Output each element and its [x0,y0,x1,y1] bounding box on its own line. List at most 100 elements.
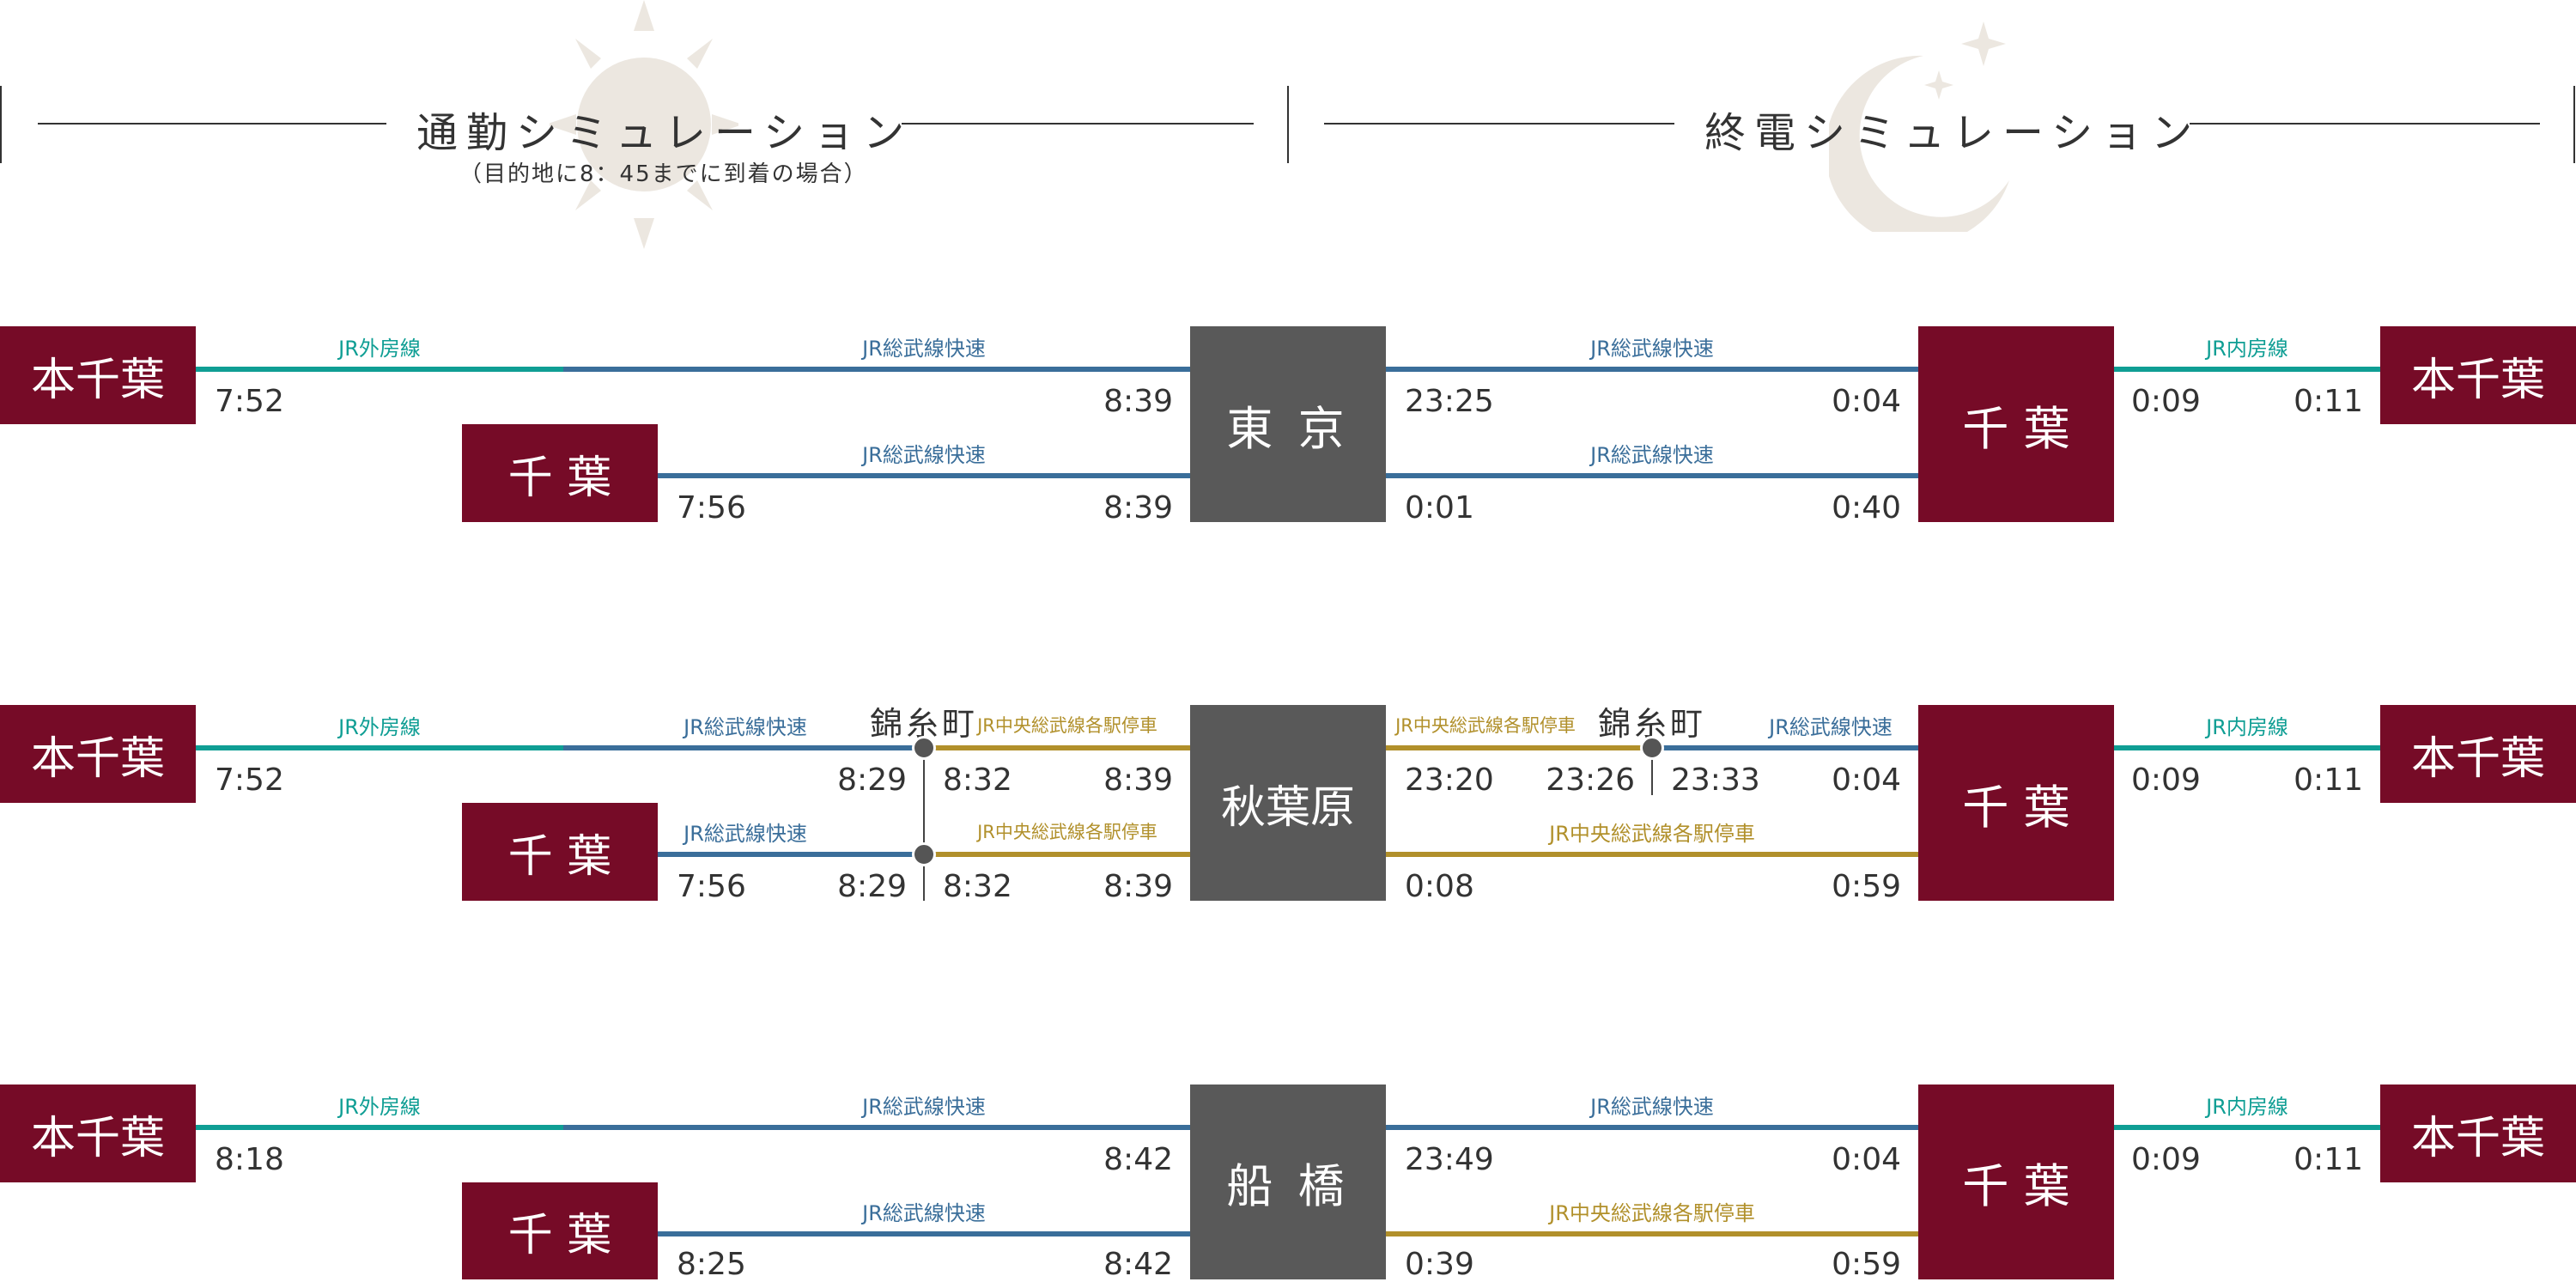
time: 7:56 [677,490,746,526]
header-left-bar [0,86,2,163]
station-label: 本千葉 [2410,354,2545,406]
station-hub: 東 京 [1190,326,1386,522]
line-segment [1386,1125,1918,1130]
time: 8:39 [1103,384,1173,419]
line-segment [563,367,1190,372]
time: 0:11 [2293,1142,2363,1177]
time: 8:25 [677,1247,746,1282]
header-rule [38,123,386,125]
line-label: JR中央総武線各駅停車 [1549,1201,1755,1225]
header-rule [2190,123,2540,125]
time: 8:29 [837,763,907,798]
station-honchiba-right: 本千葉 [2380,1085,2576,1182]
time: 7:52 [215,384,284,419]
time: 23:25 [1405,384,1494,419]
line-label: JR総武線快速 [1769,715,1893,739]
line-segment [1652,745,1918,750]
station-label: 本千葉 [30,1112,165,1164]
header-rule [1324,123,1674,125]
station-chiba: 千 葉 [462,803,658,901]
line-label: JR総武線快速 [1590,443,1714,467]
line-segment [1386,852,1918,857]
station-honchiba: 本千葉 [0,705,196,803]
transfer-connector [923,748,925,901]
time: 0:39 [1405,1247,1474,1282]
time: 8:39 [1103,490,1173,526]
time: 0:40 [1832,490,1901,526]
time: 23:26 [1546,763,1635,798]
commute-title: 通勤シミュレーション [416,109,914,157]
line-segment [658,1231,1190,1236]
moon-icon [1829,21,2009,232]
line-segment [658,852,924,857]
time: 8:29 [837,869,907,904]
line-label: JR中央総武線各駅停車 [1395,715,1576,736]
commute-note: （目的地に8：45までに到着の場合） [459,161,868,187]
line-label: JR総武線快速 [1590,1095,1714,1119]
time: 8:42 [1103,1142,1173,1177]
time: 23:49 [1405,1142,1494,1177]
station-honchiba: 本千葉 [0,1085,196,1182]
line-segment [1386,473,1918,478]
station-label: 千 葉 [1962,401,2070,456]
line-label: JR中央総武線各駅停車 [977,715,1157,736]
station-label: 本千葉 [2410,1112,2545,1164]
station-hub: 秋葉原 [1190,705,1386,901]
line-segment [196,367,563,372]
time: 0:08 [1405,869,1474,904]
time: 0:04 [1832,1142,1901,1177]
line-label: JR総武線快速 [683,822,807,846]
station-label: 千 葉 [507,452,612,504]
station-honchiba: 本千葉 [0,326,196,424]
station-label: 千 葉 [507,1210,612,1261]
line-segment [2114,1125,2380,1130]
station-chiba-right: 千 葉 [1918,1085,2114,1279]
line-label: JR総武線快速 [1590,337,1714,361]
time: 8:32 [943,869,1012,904]
line-segment [1386,1231,1918,1236]
time: 0:09 [2131,1142,2201,1177]
line-label: JR総武線快速 [683,715,807,739]
header-rule [902,123,1254,125]
time: 0:59 [1832,1247,1901,1282]
station-honchiba-right: 本千葉 [2380,326,2576,424]
station-hub: 船 橋 [1190,1085,1386,1279]
transfer-dot [912,842,936,866]
line-segment [1386,745,1652,750]
station-label: 千 葉 [1962,1159,2070,1213]
station-label: 本千葉 [30,354,165,406]
line-label: JR外房線 [338,715,421,739]
time: 23:20 [1405,763,1494,798]
station-label: 本千葉 [2410,732,2545,785]
line-label: JR内房線 [2206,1095,2288,1119]
station-chiba-right: 千 葉 [1918,326,2114,522]
line-label: JR総武線快速 [862,1201,986,1225]
line-label: JR中央総武線各駅停車 [1549,822,1755,846]
line-label: JR総武線快速 [862,337,986,361]
time: 0:59 [1832,869,1901,904]
time: 0:09 [2131,763,2201,798]
station-label: 千 葉 [1962,780,2070,835]
line-segment [563,745,924,750]
time: 0:11 [2293,763,2363,798]
line-label: JR内房線 [2206,337,2288,361]
line-label: JR外房線 [338,1095,421,1119]
time: 7:56 [677,869,746,904]
station-chiba-right: 千 葉 [1918,705,2114,901]
line-segment [2114,367,2380,372]
station-label: 船 橋 [1226,1159,1350,1213]
time: 8:42 [1103,1247,1173,1282]
station-chiba: 千 葉 [462,424,658,522]
station-label: 本千葉 [30,732,165,785]
line-segment [563,1125,1190,1130]
line-segment [924,745,1190,750]
station-label: 千 葉 [507,830,612,883]
time: 8:39 [1103,763,1173,798]
time: 0:04 [1832,384,1901,419]
line-segment [658,473,1190,478]
lasttrain-title: 終電シミュレーション [1704,109,2202,157]
transfer-dot [1640,736,1664,760]
time: 0:01 [1405,490,1474,526]
line-label: JR総武線快速 [862,1095,986,1119]
header-divider [1287,86,1289,163]
